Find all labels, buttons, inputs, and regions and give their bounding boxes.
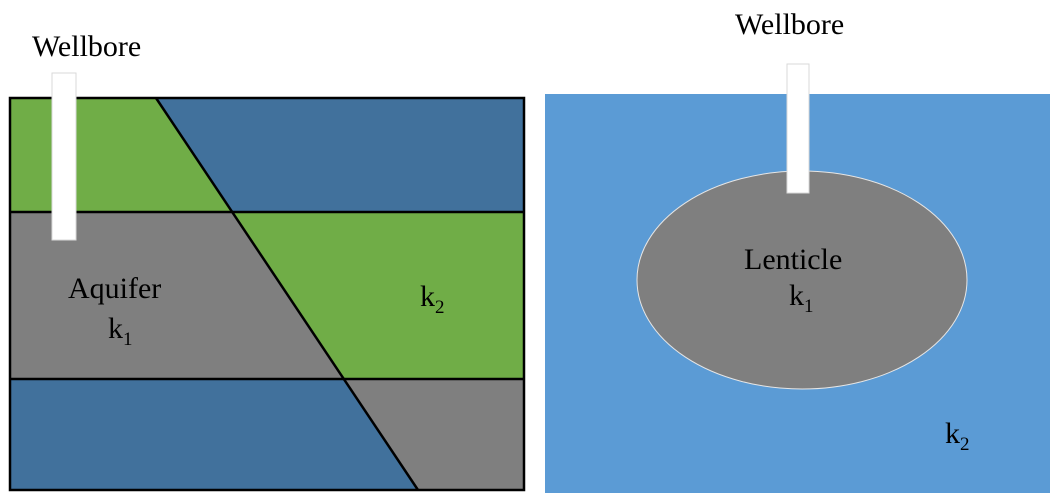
k-symbol: k [789,279,804,312]
aquifer-gray-block [10,212,344,379]
left-panel-frame [8,96,526,492]
lenticle-label: Lenticle [744,243,842,276]
left-wellbore-label: Wellbore [32,30,141,63]
aquifer-label: Aquifer [68,272,161,305]
right-block-permeability-label: k2 [420,280,445,318]
bottom-left-blue-block [10,379,418,490]
k-subscript: 1 [804,296,814,317]
right-green-block [232,212,524,379]
lenticle-reservoir-panel: Wellbore Lenticle k1 k2 [545,8,1050,493]
k-symbol: k [945,417,960,450]
faulted-reservoir-panel: Wellbore Aquifer k1 k2 [8,30,526,492]
k-subscript: 2 [435,297,445,318]
right-wellbore [786,63,810,194]
k-symbol: k [420,280,435,313]
k-symbol: k [108,312,123,345]
bottom-right-gray-block [344,379,524,490]
lenticle-permeability-label: k1 [789,279,814,317]
left-wellbore [51,72,77,241]
top-right-blue-block [156,98,524,212]
k-subscript: 2 [960,434,970,455]
aquifer-permeability-label: k1 [108,312,133,350]
fault-line [154,97,420,491]
k-subscript: 1 [123,329,133,350]
right-wellbore-label: Wellbore [735,8,844,41]
matrix-permeability-label: k2 [945,417,970,455]
